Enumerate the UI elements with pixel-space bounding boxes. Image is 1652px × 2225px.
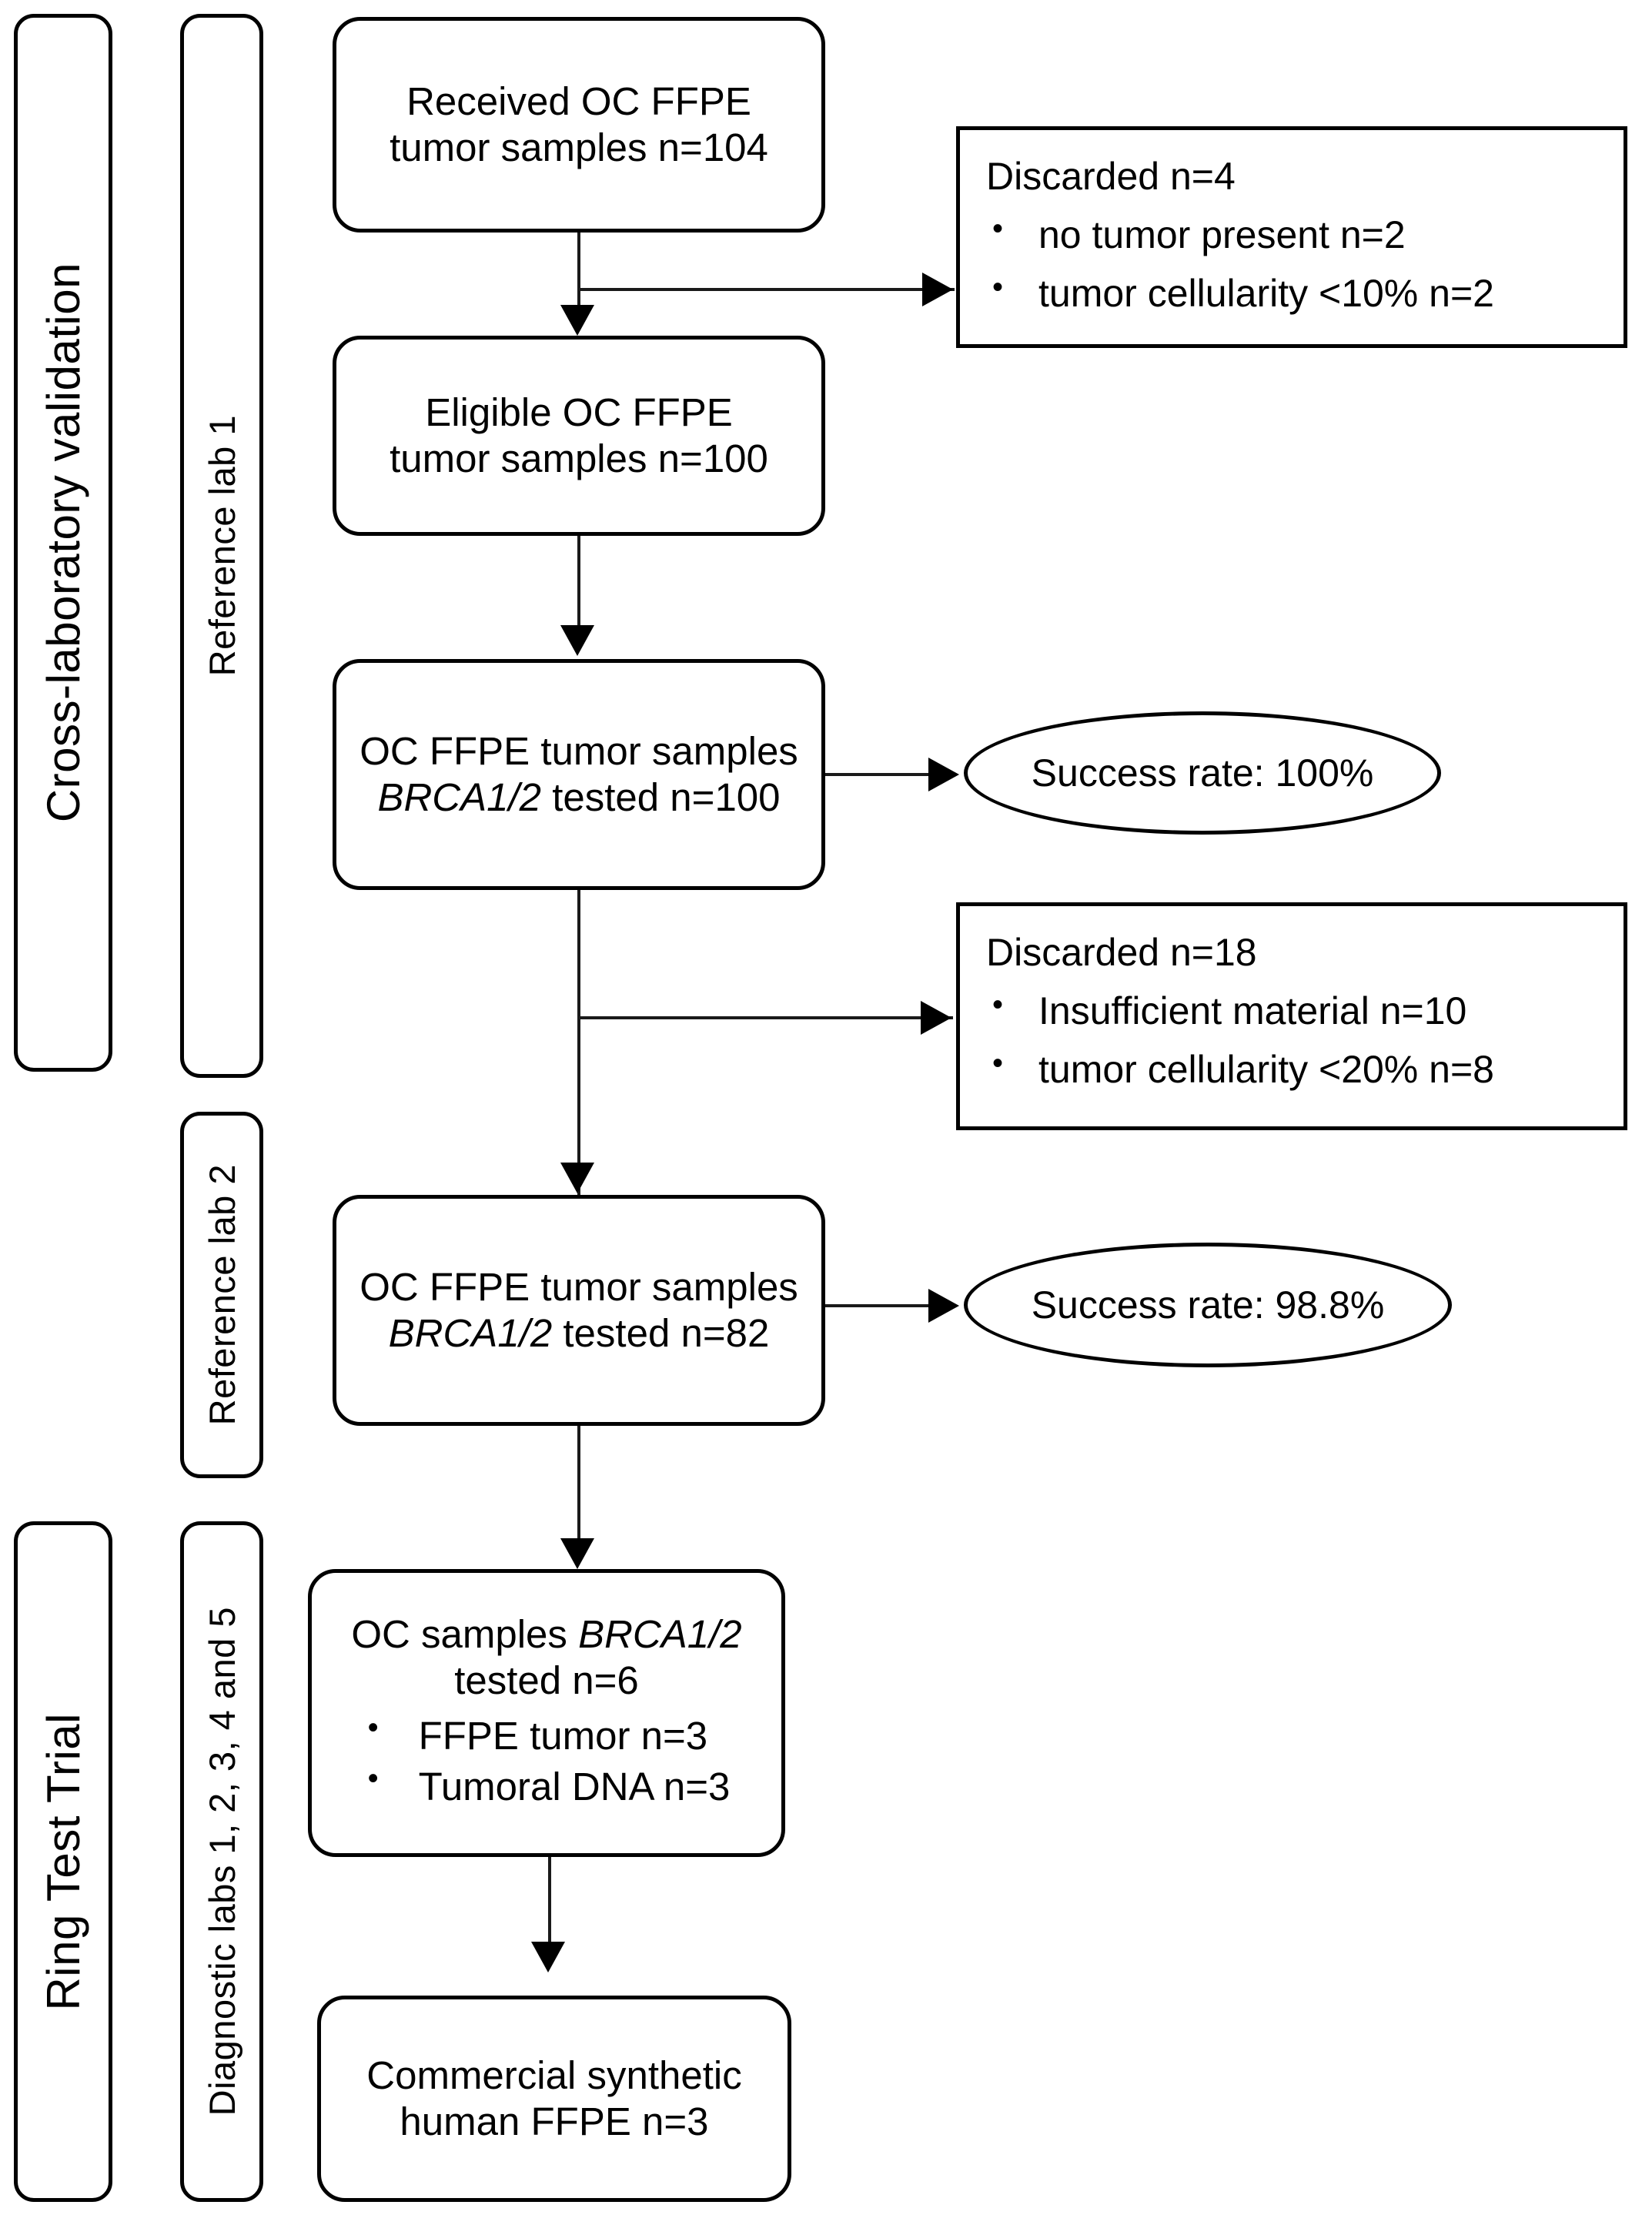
connector-eligible-to-tested-lab1 [577,536,580,634]
node-line-1: OC samples BRCA1/2 [351,1611,741,1658]
outcome-label: Success rate: 100% [1031,751,1374,795]
connector-ring-samples-to-commercial [548,1857,551,1959]
node-line-2-rest: tested n=100 [541,775,781,819]
node-line-1: Received OC FFPE [406,79,751,123]
node-line-2: BRCA1/2 tested n=82 [389,1310,770,1357]
lab-band-label: Diagnostic labs 1, 2, 3, 4 and 5 [201,1607,242,2116]
phase-band-cross-laboratory-validation: Cross-laboratory validation [14,14,112,1072]
discard-reason-list: Insufficient material n=10 tumor cellula… [986,986,1611,1092]
node-line-1: Commercial synthetic [366,2053,742,2097]
gene-name: BRCA1/2 [388,1311,553,1355]
arrowhead-down-received-to-eligible [560,305,594,336]
node-sample-type-item: FFPE tumor n=3 [363,1710,731,1759]
arrowhead-down-tested-lab2-to-ring-samples [560,1538,594,1569]
gene-name: BRCA1/2 [578,1611,742,1656]
discard-title: Discarded n=4 [986,155,1236,198]
connector-tested-lab1-to-success-1 [825,773,933,776]
node-line-1: Eligible OC FFPE [425,390,733,434]
node-tested-lab1: OC FFPE tumor samples BRCA1/2 tested n=1… [333,659,825,890]
gene-name: BRCA1/2 [377,775,542,819]
node-line-1: OC FFPE tumor samples [359,1264,798,1309]
connector-tested-lab1-to-discard-2 [579,1016,953,1019]
arrowhead-right-success-1 [928,758,959,791]
discard-reason-item: tumor cellularity <20% n=8 [986,1045,1611,1092]
phase-band-ring-test-trial: Ring Test Trial [14,1521,112,2202]
connector-received-to-eligible [577,233,580,325]
lab-band-diagnostic-labs: Diagnostic labs 1, 2, 3, 4 and 5 [180,1521,263,2202]
lab-band-label: Reference lab 2 [201,1164,242,1426]
arrowhead-right-success-2 [928,1289,959,1323]
node-ring-test-samples: OC samples BRCA1/2 tested n=6 FFPE tumor… [308,1569,785,1857]
phase-band-label: Ring Test Trial [37,1712,89,2011]
lab-band-label: Reference lab 1 [201,415,242,677]
connector-tested-lab2-to-success-2 [825,1304,933,1307]
phase-band-label: Cross-laboratory validation [37,263,89,823]
node-received-samples: Received OC FFPE tumor samples n=104 [333,17,825,233]
discard-reason-item: Insufficient material n=10 [986,986,1611,1034]
arrowhead-right-discard-2 [921,1001,951,1035]
node-sample-type-list: FFPE tumor n=3 Tumoral DNA n=3 [363,1708,731,1815]
node-line-2: human FFPE n=3 [400,2100,709,2143]
node-eligible-samples: Eligible OC FFPE tumor samples n=100 [333,336,825,536]
discard-reason-item: tumor cellularity <10% n=2 [986,269,1611,316]
connector-tested-lab1-to-tested-lab2 [577,890,580,1212]
lab-band-reference-lab-2: Reference lab 2 [180,1112,263,1478]
outcome-label: Success rate: 98.8% [1031,1283,1385,1327]
node-line-1: OC FFPE tumor samples [359,728,798,773]
outcome-success-rate-lab1: Success rate: 100% [964,711,1441,835]
discard-box-1: Discarded n=4 no tumor present n=2 tumor… [956,126,1627,348]
outcome-success-rate-lab2: Success rate: 98.8% [964,1243,1452,1367]
node-line-2: tumor samples n=100 [390,437,768,480]
connector-received-to-discard-1 [579,288,955,291]
arrowhead-right-discard-1 [922,273,953,306]
connector-tested-lab2-to-ring-samples [577,1426,580,1549]
node-line-2: BRCA1/2 tested n=100 [377,775,780,821]
arrowhead-down-eligible-to-tested-lab1 [560,625,594,656]
arrowhead-down-ring-samples-to-commercial [531,1942,565,1972]
node-line-1-pre: OC samples [351,1611,579,1656]
node-tested-lab2: OC FFPE tumor samples BRCA1/2 tested n=8… [333,1195,825,1426]
node-sample-type-item: Tumoral DNA n=3 [363,1761,731,1810]
node-line-2: tumor samples n=104 [390,125,768,169]
lab-band-reference-lab-1: Reference lab 1 [180,14,263,1078]
discard-box-2: Discarded n=18 Insufficient material n=1… [956,902,1627,1130]
arrowhead-down-tested-lab1-to-tested-lab2 [560,1163,594,1193]
node-line-2: tested n=6 [454,1658,639,1702]
discard-reason-item: no tumor present n=2 [986,210,1611,258]
node-line-2-rest: tested n=82 [552,1311,770,1355]
node-commercial-synthetic: Commercial synthetic human FFPE n=3 [317,1996,791,2202]
discard-title: Discarded n=18 [986,931,1257,974]
discard-reason-list: no tumor present n=2 tumor cellularity <… [986,210,1611,316]
